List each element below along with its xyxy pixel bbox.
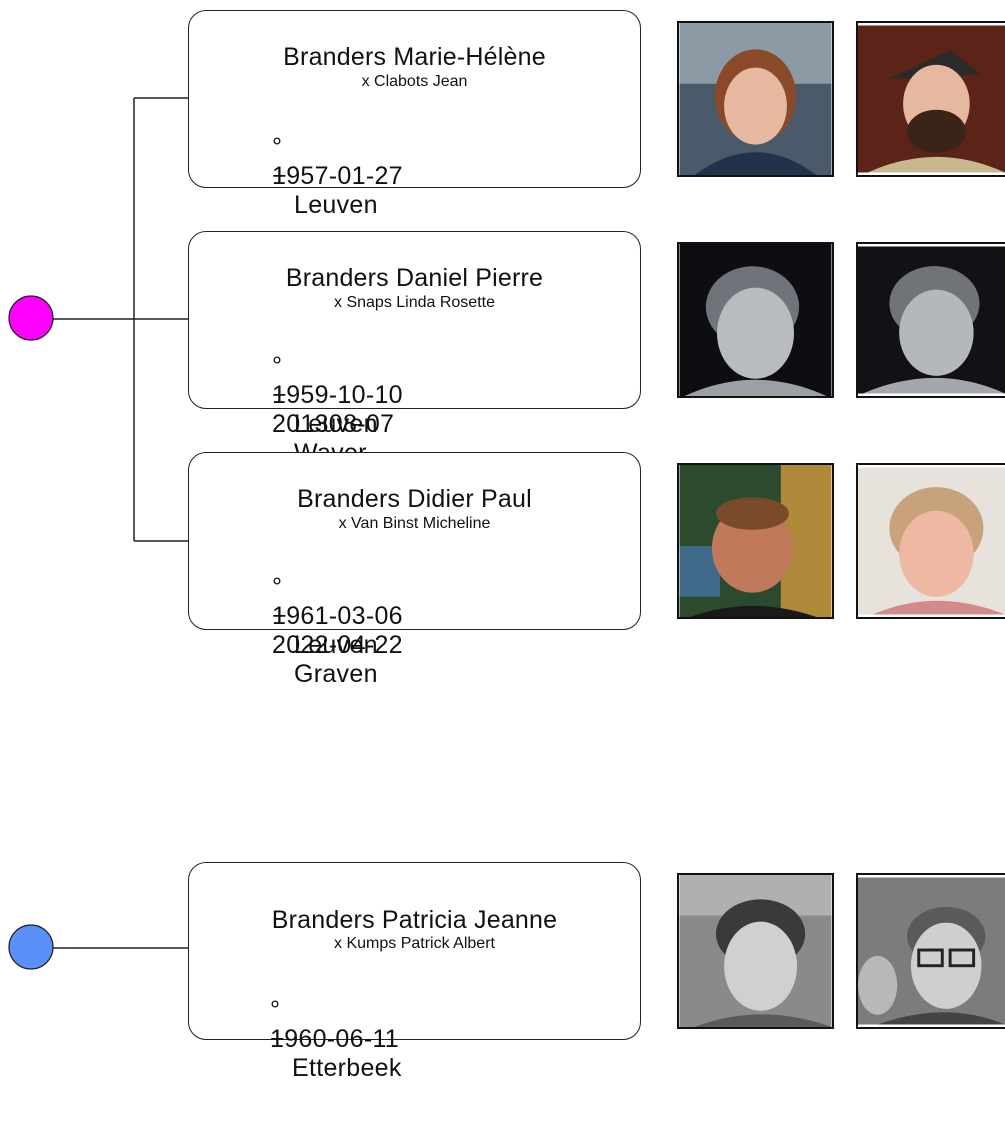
death-symbol: + [271, 381, 287, 409]
death-date: 201308-07 [271, 410, 395, 438]
spouse-name: x Van Binst Micheline [338, 515, 491, 532]
spouse-name: x Clabots Jean [361, 73, 468, 90]
person-name: Branders Marie-Hélène [283, 43, 546, 71]
portrait-photo-woman [677, 21, 834, 177]
birth-symbol: ° [269, 996, 281, 1024]
death-symbol: + [271, 162, 287, 190]
birth-place: Leuven [293, 410, 378, 438]
birth-place: Leuven [293, 191, 378, 219]
family-marker [8, 924, 54, 970]
person-card: Branders Daniel Pierre x Snaps Linda Ros… [188, 231, 641, 467]
birth-date: 1961-03-06 [271, 602, 403, 630]
portrait-photo-woman [677, 873, 834, 1029]
person-card: Branders Marie-Hélène x Clabots Jean ° 1… [188, 10, 641, 219]
birth-date: 1959-10-10 [271, 381, 403, 409]
person-name: Branders Didier Paul [297, 485, 532, 513]
birth-line: ° 1957-01-27 Leuven [243, 104, 403, 249]
birth-line: ° 1961-03-06 Leuven [243, 544, 403, 689]
portrait-photo-woman [856, 242, 1005, 398]
portrait-photo-man [677, 463, 834, 619]
death-line: + [241, 996, 292, 1141]
birth-place: Leuven [293, 631, 378, 659]
death-date: 2022-04-22 [271, 631, 403, 659]
death-place: Graven [293, 660, 378, 688]
birth-symbol: ° [271, 133, 283, 161]
portrait-photo-man-glasses [856, 873, 1005, 1029]
person-name: Branders Patricia Jeanne [271, 906, 558, 934]
portrait-photo-man-beard [856, 21, 1005, 177]
spouse-name: x Snaps Linda Rosette [334, 294, 495, 311]
family-marker [8, 295, 54, 341]
death-symbol: + [271, 602, 287, 630]
portrait-photo-woman [856, 463, 1005, 619]
birth-place: Etterbeek [291, 1054, 402, 1082]
person-name: Branders Daniel Pierre [285, 264, 544, 292]
person-card: Branders Patricia Jeanne x Kumps Patrick… [188, 862, 641, 1082]
connector-lines [8, 97, 188, 970]
death-symbol: + [269, 1025, 285, 1053]
spouse-name: x Kumps Patrick Albert [334, 935, 495, 952]
death-line: + [243, 133, 294, 278]
person-card: Branders Didier Paul x Van Binst Micheli… [188, 452, 641, 688]
birth-line: ° 1959-10-10 Leuven [243, 323, 403, 468]
portrait-photo-man [677, 242, 834, 398]
death-line: + 2022-04-22 Graven [243, 573, 403, 718]
birth-symbol: ° [271, 573, 283, 601]
birth-symbol: ° [271, 352, 283, 380]
birth-date: 1957-01-27 [271, 162, 403, 190]
